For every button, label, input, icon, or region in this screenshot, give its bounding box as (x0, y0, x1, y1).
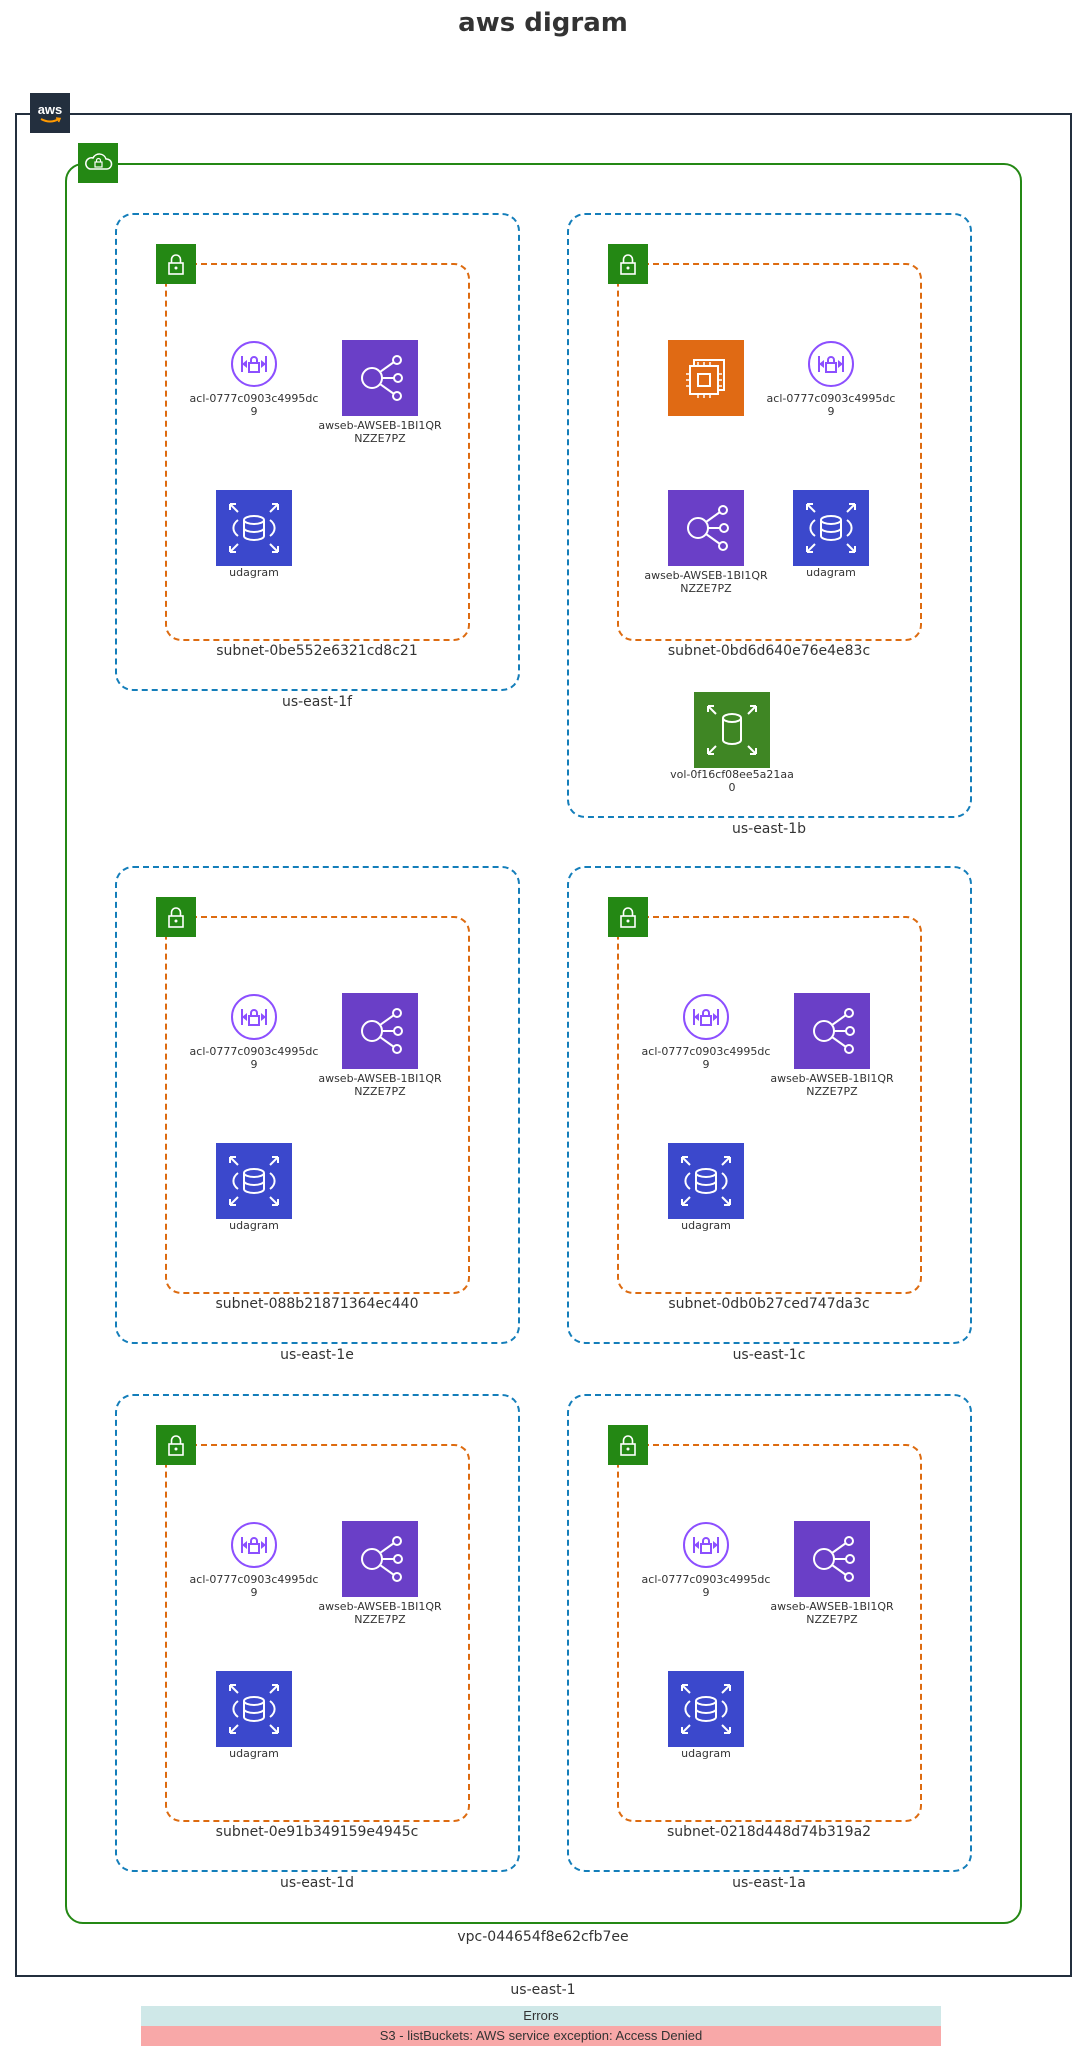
ebs-volume-icon (694, 692, 770, 768)
subnet-container (617, 916, 922, 1294)
az-label: us-east-1f (281, 694, 353, 710)
network-acl-icon (230, 993, 278, 1041)
rds-database-icon (793, 490, 869, 566)
page-title: aws digram (458, 8, 628, 38)
resource-label: acl-0777c0903c4995dc9 (766, 392, 896, 418)
rds-database-icon (668, 1143, 744, 1219)
resource-label: udagram (806, 566, 856, 579)
error-row: S3 - listBuckets: AWS service exception:… (141, 2026, 941, 2046)
resource-label: udagram (229, 566, 279, 579)
resource-label: udagram (681, 1219, 731, 1232)
subnet-label: subnet-0bd6d640e76e4e83c (667, 643, 871, 659)
subnet-lock-icon (608, 244, 648, 284)
subnet-container (617, 263, 922, 641)
network-acl-icon (682, 993, 730, 1041)
resource-label: acl-0777c0903c4995dc9 (189, 1573, 319, 1599)
resource-label: awseb-AWSEB-1BI1QRNZZE7PZ (770, 1072, 894, 1098)
subnet-lock-icon (608, 897, 648, 937)
errors-header: Errors (141, 2006, 941, 2026)
subnet-label: subnet-088b21871364ec440 (215, 1296, 419, 1312)
subnet-label: subnet-0be552e6321cd8c21 (216, 643, 418, 659)
resource-label: awseb-AWSEB-1BI1QRNZZE7PZ (318, 419, 442, 445)
resource-label: acl-0777c0903c4995dc9 (641, 1573, 771, 1599)
svg-text:aws: aws (38, 102, 63, 117)
subnet-container (165, 263, 470, 641)
subnet-lock-icon (156, 897, 196, 937)
region-container (15, 113, 1072, 1977)
ec2-instance-icon (668, 340, 744, 416)
subnet-container (165, 916, 470, 1294)
resource-label: awseb-AWSEB-1BI1QRNZZE7PZ (318, 1072, 442, 1098)
subnet-container (165, 1444, 470, 1822)
rds-database-icon (216, 1671, 292, 1747)
network-acl-icon (230, 340, 278, 388)
subnet-container (617, 1444, 922, 1822)
subnet-lock-icon (608, 1425, 648, 1465)
load-balancer-icon (794, 993, 870, 1069)
az-label: us-east-1d (279, 1875, 355, 1891)
resource-label: awseb-AWSEB-1BI1QRNZZE7PZ (770, 1600, 894, 1626)
rds-database-icon (216, 490, 292, 566)
network-acl-icon (807, 340, 855, 388)
resource-label: awseb-AWSEB-1BI1QRNZZE7PZ (644, 569, 768, 595)
subnet-lock-icon (156, 1425, 196, 1465)
load-balancer-icon (342, 340, 418, 416)
availability-zone-us-east-1a (567, 1394, 972, 1872)
rds-database-icon (216, 1143, 292, 1219)
resource-label: acl-0777c0903c4995dc9 (189, 1045, 319, 1071)
availability-zone-us-east-1e (115, 866, 520, 1344)
network-acl-icon (682, 1521, 730, 1569)
load-balancer-icon (342, 1521, 418, 1597)
az-label: us-east-1e (280, 1347, 354, 1363)
az-label: us-east-1b (731, 821, 807, 837)
az-label: us-east-1c (732, 1347, 806, 1363)
rds-database-icon (668, 1671, 744, 1747)
vpc-label: vpc-044654f8e62cfb7ee (457, 1929, 629, 1945)
subnet-lock-icon (156, 244, 196, 284)
load-balancer-icon (668, 490, 744, 566)
aws-logo-icon: aws (30, 93, 70, 133)
region-label: us-east-1 (510, 1982, 576, 1998)
availability-zone-us-east-1c (567, 866, 972, 1344)
az-label: us-east-1a (732, 1875, 806, 1891)
load-balancer-icon (794, 1521, 870, 1597)
vpc-container (65, 163, 1022, 1924)
resource-label: udagram (681, 1747, 731, 1760)
network-acl-icon (230, 1521, 278, 1569)
volume-label: vol-0f16cf08ee5a21aa0 (670, 768, 794, 794)
subnet-label: subnet-0e91b349159e4945c (215, 1824, 419, 1840)
availability-zone-us-east-1b (567, 213, 972, 818)
resource-label: udagram (229, 1219, 279, 1232)
availability-zone-us-east-1f (115, 213, 520, 691)
subnet-label: subnet-0218d448d74b319a2 (666, 1824, 872, 1840)
resource-label: acl-0777c0903c4995dc9 (641, 1045, 771, 1071)
vpc-cloud-lock-icon (78, 143, 118, 183)
resource-label: udagram (229, 1747, 279, 1760)
load-balancer-icon (342, 993, 418, 1069)
availability-zone-us-east-1d (115, 1394, 520, 1872)
subnet-label: subnet-0db0b27ced747da3c (668, 1296, 870, 1312)
resource-label: awseb-AWSEB-1BI1QRNZZE7PZ (318, 1600, 442, 1626)
resource-label: acl-0777c0903c4995dc9 (189, 392, 319, 418)
